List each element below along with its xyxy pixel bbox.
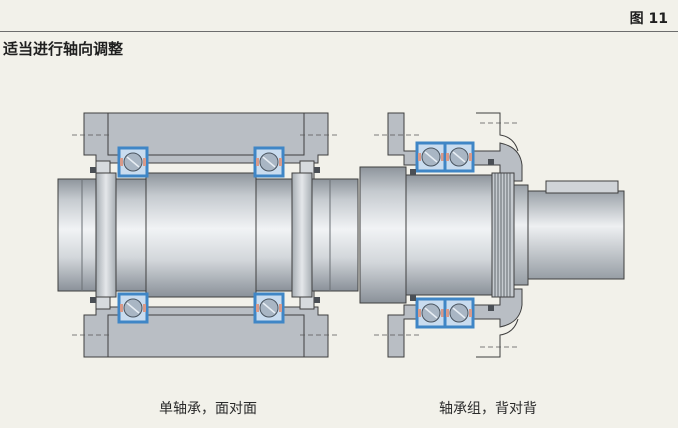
- right-assembly: [359, 112, 625, 358]
- figure-label: 图 11: [629, 11, 668, 27]
- nut-thread: [491, 172, 515, 298]
- right-diagram-caption: 轴承组，背对背: [439, 401, 537, 417]
- left-assembly: [57, 112, 359, 358]
- bearing-diagram: [57, 112, 625, 358]
- header-rule: [0, 31, 678, 32]
- left-diagram-caption: 单轴承，面对面: [159, 401, 257, 417]
- page-title: 适当进行轴向调整: [3, 40, 124, 58]
